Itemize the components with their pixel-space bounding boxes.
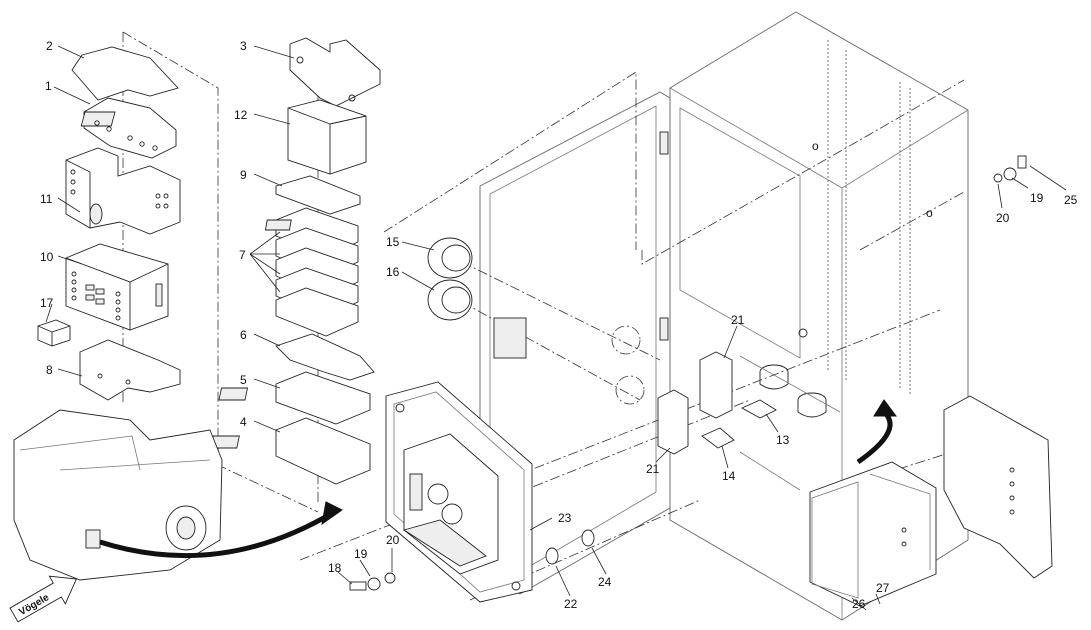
part-21-holders: [657, 351, 777, 455]
callout-5: 5: [240, 373, 247, 387]
part-23-mounting-plate: [349, 381, 533, 603]
callout-9: 9: [240, 168, 247, 182]
part-10-relay: [65, 243, 169, 331]
callout-17: 17: [40, 296, 54, 310]
part-8-base: [79, 339, 181, 401]
part-22-24-spacers: [545, 529, 595, 565]
relay-stack-middle: [210, 37, 381, 505]
paver-vehicle-inset: [13, 399, 897, 581]
callout-22: 22: [564, 597, 578, 611]
callout-3: 3: [240, 39, 247, 53]
callout-6: 6: [240, 328, 247, 342]
callout-27: 27: [876, 581, 890, 595]
callout-4: 4: [240, 415, 247, 429]
part-5-base: [275, 371, 371, 425]
screw-set-right: [993, 155, 1027, 183]
part-15-16-glands: [427, 237, 527, 359]
svg-text:o: o: [926, 206, 933, 220]
callout-21-upper: 21: [731, 313, 745, 327]
callout-7: 7: [239, 248, 246, 262]
callout-14: 14: [722, 469, 736, 483]
callout-19-left: 19: [354, 547, 368, 561]
callout-19-right: 19: [1030, 191, 1044, 205]
callout-23: 23: [558, 511, 572, 525]
relay-stack-left: [37, 31, 319, 513]
callout-20-right: 20: [996, 211, 1010, 225]
callout-13: 13: [776, 433, 790, 447]
part-17-bridge: [37, 319, 71, 347]
part-14-connector: [701, 427, 735, 449]
callout-11: 11: [40, 192, 53, 206]
cabinet-small-inset: [809, 461, 937, 607]
callout-8: 8: [46, 363, 53, 377]
callout-15: 15: [386, 235, 400, 249]
part-3-cover: [289, 37, 381, 107]
callout-labels: 2 1 11 10 17 8 3 12 9 7 6 5 4 15 16 21 2…: [40, 39, 1078, 611]
part-12-block: [287, 99, 367, 175]
callout-24: 24: [598, 575, 612, 589]
callout-21-lower: 21: [646, 462, 660, 476]
svg-text:o: o: [812, 139, 819, 153]
callout-20-left: 20: [386, 533, 400, 547]
callout-2: 2: [46, 39, 53, 53]
callout-16: 16: [386, 265, 400, 279]
part-13-connector: [740, 399, 777, 419]
part-2-shim: [71, 46, 179, 101]
part-4-base: [275, 417, 371, 485]
callout-25: 25: [1064, 193, 1078, 207]
callout-26: 26: [852, 597, 866, 611]
leader-lines: [45, 45, 1067, 611]
callout-12: 12: [234, 108, 248, 122]
part-9-shim: [275, 175, 361, 215]
part-6-shim: [275, 333, 375, 381]
part-7-terminal-blocks: [264, 207, 359, 337]
callout-1: 1: [45, 79, 52, 93]
callout-10: 10: [40, 250, 54, 264]
callout-18: 18: [328, 561, 342, 575]
side-cover-panel: [943, 395, 1053, 579]
